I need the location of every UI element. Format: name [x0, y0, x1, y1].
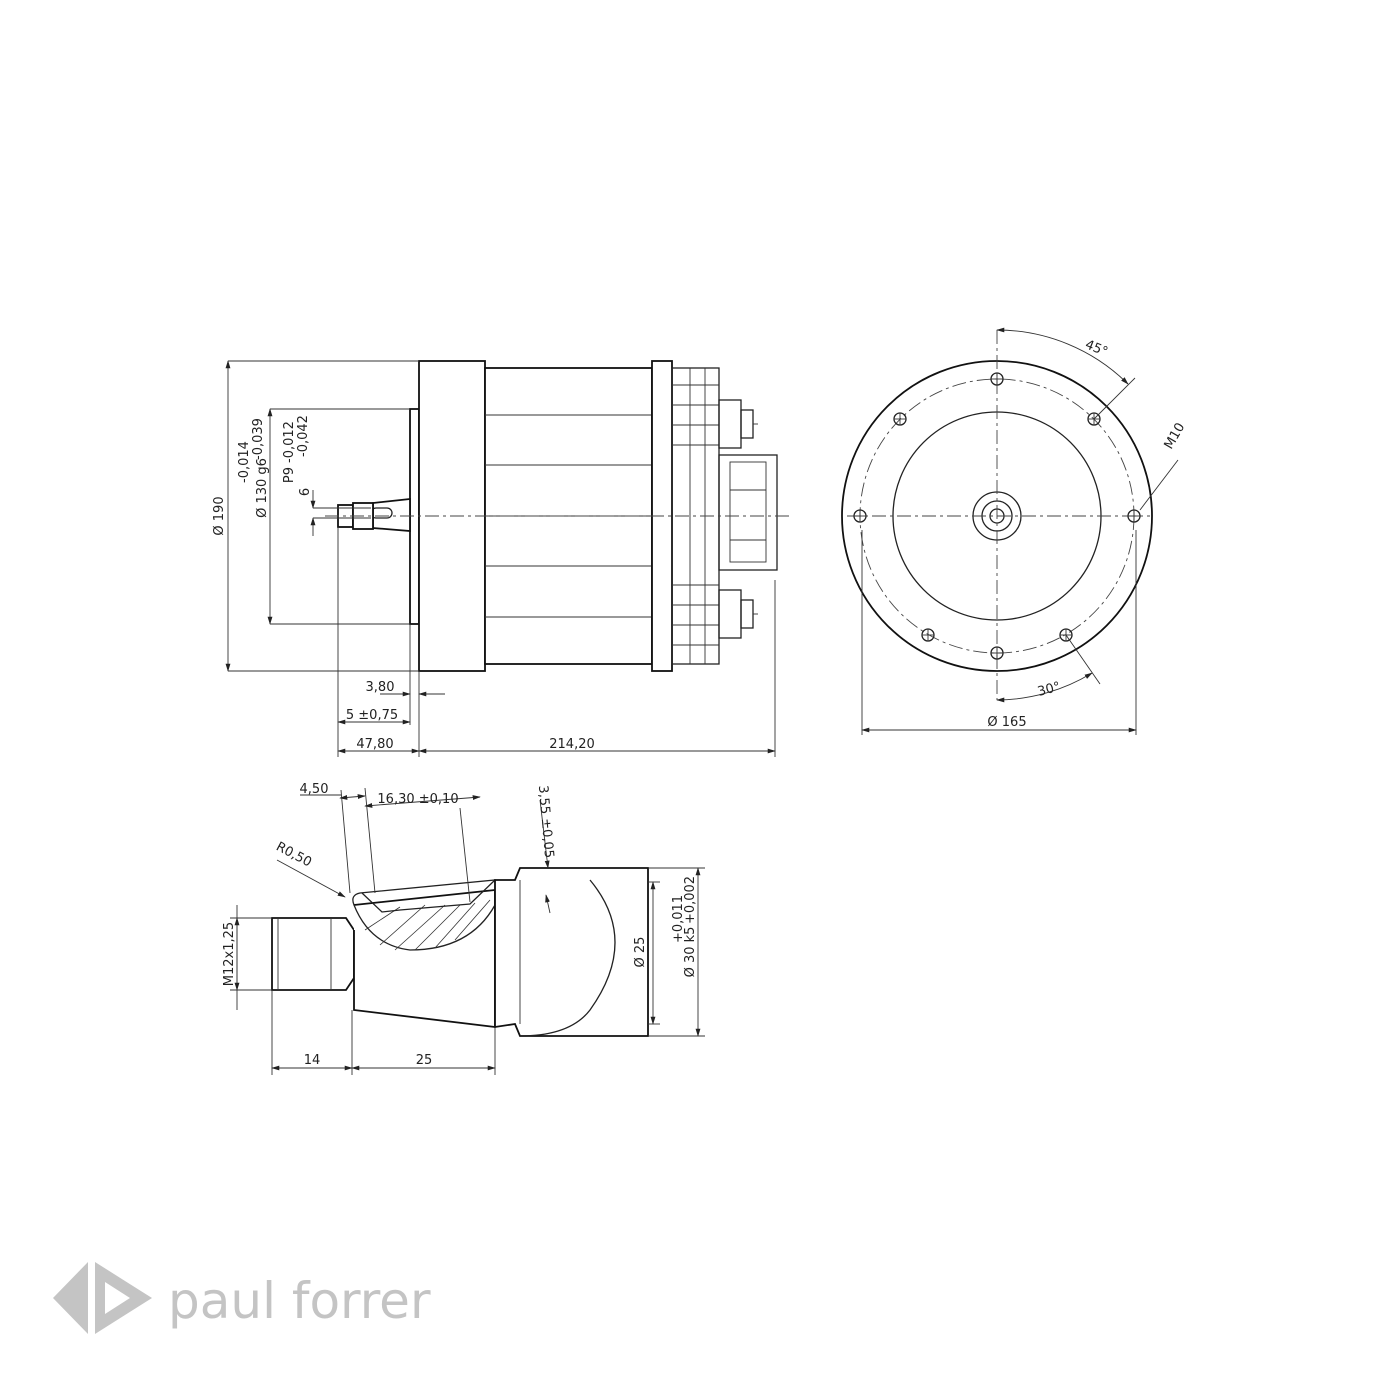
mounting-flange [409, 408, 420, 625]
dim-horizontal-lines [337, 527, 776, 757]
main-shaft-section [494, 867, 649, 1037]
detail-dim-lines [230, 787, 705, 1075]
label-m10: M10 [1162, 420, 1189, 452]
label-dia-130-tol-upper: -0,014 [237, 441, 252, 483]
bolt-hole-top-left [893, 412, 907, 426]
label-key-6: 6 [298, 488, 313, 496]
label-dia-30: Ø 30 k5 [683, 927, 698, 978]
label-dia-30-tol-lower: +0,002 [683, 876, 698, 924]
label-dia-165: Ø 165 [987, 715, 1026, 730]
label-dia-25: Ø 25 [633, 937, 648, 968]
dim-dia-130-lines [267, 408, 410, 625]
bolt-hole-bottom [990, 646, 1004, 660]
dim-dia-190-lines [225, 360, 419, 672]
front-view [841, 327, 1179, 735]
bolt-hole-top [990, 372, 1004, 386]
logo-diamond-icon [53, 1262, 152, 1334]
front-dim-lines [861, 327, 1179, 735]
terminal-lower [718, 589, 758, 639]
label-r0-50: R0,50 [273, 839, 314, 870]
brand-logo: paul forrer [53, 1262, 431, 1334]
label-key-p9: P9 [282, 467, 297, 483]
label-4-50: 4,50 [300, 782, 329, 797]
label-dia-30-tol-upper: +0,011 [671, 895, 686, 943]
label-key-tol-lower: -0,042 [296, 415, 311, 457]
side-view [225, 360, 790, 757]
label-3-80: 3,80 [366, 680, 395, 695]
label-45deg: 45° [1083, 337, 1110, 360]
label-14: 14 [304, 1053, 321, 1068]
label-16-30: 16,30 ±0,10 [377, 792, 458, 807]
label-dia-130: Ø 130 g6 [255, 458, 270, 518]
label-30deg: 30° [1036, 679, 1062, 699]
label-214-20: 214,20 [549, 737, 595, 752]
key-profile [361, 879, 496, 913]
tapered-section [353, 888, 496, 1029]
logo-brand-name: paul forrer [168, 1272, 431, 1330]
terminal-upper [718, 399, 758, 449]
label-dia-130-tol-lower: -0,039 [251, 418, 266, 460]
label-47-80: 47,80 [356, 737, 393, 752]
label-25: 25 [416, 1053, 433, 1068]
dim-key-lines [310, 490, 371, 536]
label-key-tol-upper: -0,012 [282, 421, 297, 463]
bolt-hole-bottom-left [921, 628, 935, 642]
shaft-detail [230, 787, 705, 1075]
output-shaft [337, 497, 411, 532]
shaft-shoulder-curve [519, 879, 616, 1037]
label-5: 5 ±0,75 [346, 708, 398, 723]
label-3-55: 3,55 ±0,05 [535, 785, 556, 859]
label-m12: M12x1,25 [222, 922, 237, 986]
bolt-hole-left [853, 509, 867, 523]
threaded-end [271, 917, 355, 991]
bolt-hole-right [1127, 509, 1141, 523]
side-view-labels: Ø 190 Ø 130 g6 -0,014 -0,039 P9 -0,012 -… [212, 415, 595, 752]
label-dia-190: Ø 190 [212, 496, 227, 535]
connector-box [718, 454, 778, 571]
